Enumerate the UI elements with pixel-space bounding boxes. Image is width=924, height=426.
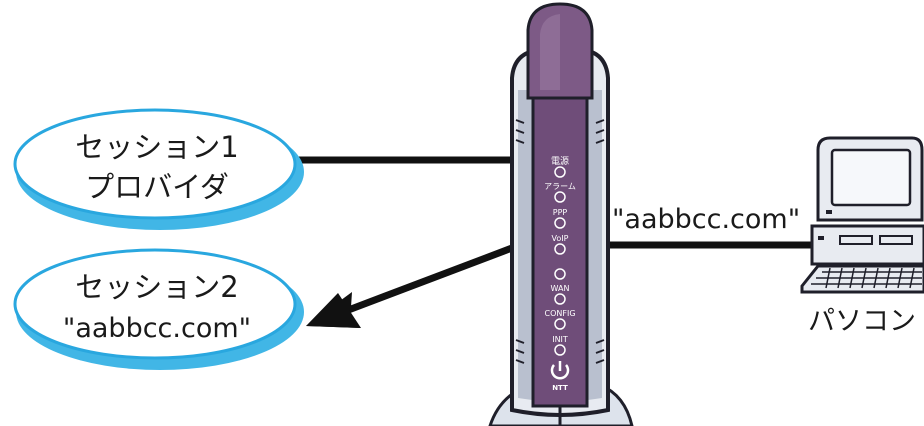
led-label-power: 電源 bbox=[551, 156, 569, 167]
router-brand-logo: NTT bbox=[552, 384, 568, 392]
power-icon bbox=[550, 361, 570, 380]
router-vents bbox=[515, 119, 605, 364]
led-init-indicator bbox=[554, 344, 566, 356]
monitor-screen bbox=[830, 148, 912, 207]
led-ppp-indicator bbox=[554, 217, 566, 229]
connection-label: "aabbcc.com" bbox=[612, 204, 800, 235]
led-alarm-indicator bbox=[554, 191, 566, 203]
router-led-8: INIT bbox=[552, 335, 568, 356]
led-blank-indicator bbox=[554, 268, 566, 280]
session2-subtitle: "aabbcc.com" bbox=[63, 313, 251, 344]
led-label-voip: VoIP bbox=[552, 234, 569, 243]
keyboard bbox=[800, 264, 924, 294]
pc-label: パソコン bbox=[808, 306, 916, 337]
led-label-init: INIT bbox=[552, 335, 568, 344]
session2-title: セッション2 bbox=[75, 270, 238, 304]
led-voip-indicator bbox=[554, 243, 566, 255]
led-label-config: CONFIG bbox=[544, 309, 575, 318]
session2-arrow bbox=[306, 241, 522, 328]
led-label-wan: WAN bbox=[551, 284, 570, 293]
router-led-5 bbox=[554, 268, 566, 280]
session1-title: セッション1 bbox=[75, 130, 238, 164]
router-led-7: CONFIG bbox=[544, 309, 576, 330]
router-led-4: VoIP bbox=[552, 234, 569, 255]
router-led-3: PPP bbox=[553, 208, 568, 229]
led-wan-indicator bbox=[554, 293, 566, 305]
led-power-indicator bbox=[554, 166, 566, 178]
computer-icon bbox=[800, 136, 924, 294]
session2-bubble: セッション2 "aabbcc.com" bbox=[13, 248, 304, 370]
router-led-1: 電源 bbox=[551, 156, 569, 178]
router-front-panel bbox=[531, 96, 589, 408]
led-label-ppp: PPP bbox=[553, 208, 568, 217]
router-led-2: アラーム bbox=[544, 182, 576, 203]
led-label-alarm: アラーム bbox=[544, 182, 576, 191]
session1-bubble: セッション1 プロバイダ bbox=[13, 108, 304, 230]
router: 電源 アラーム PPP VoIP WAN CONFIG INIT bbox=[488, 2, 634, 426]
session1-subtitle: プロバイダ bbox=[85, 170, 229, 204]
led-config-indicator bbox=[554, 318, 566, 330]
router-led-6: WAN bbox=[551, 284, 570, 305]
